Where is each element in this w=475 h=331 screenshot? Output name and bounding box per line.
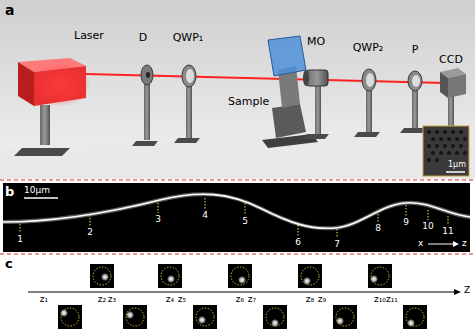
position-label: z₂	[98, 295, 106, 304]
scale-label: 1μm	[448, 161, 466, 169]
callout-number: 11	[442, 227, 453, 236]
axis-label: z	[462, 239, 467, 248]
callout-number: 4	[202, 211, 208, 220]
callout-number: 3	[155, 215, 161, 224]
axis-label: Z	[464, 286, 470, 295]
part-name: P	[412, 44, 419, 55]
position-label: z₉	[318, 295, 326, 304]
part-name: MO	[307, 36, 325, 47]
axis-label: x	[418, 239, 423, 248]
callout-number: 6	[295, 238, 301, 247]
position-label: z₃	[108, 295, 116, 304]
part-name: QWP₂	[353, 42, 384, 53]
callout-number: 7	[334, 240, 340, 249]
position-label: z₇	[248, 295, 256, 304]
scale-label: 10μm	[24, 186, 50, 195]
inset-image: 1μm	[423, 126, 469, 176]
part-name: CCD	[439, 54, 463, 65]
position-label: z₅	[178, 295, 186, 304]
callout-number: 1	[17, 235, 23, 244]
position-label: z₆	[236, 295, 244, 304]
part-name: QWP₁	[173, 32, 204, 43]
position-label: z₁₀	[374, 295, 386, 304]
callout-number: 2	[87, 228, 93, 237]
callout-number: 9	[403, 218, 409, 227]
position-label: z₁₁	[386, 295, 398, 304]
part-name: D	[139, 32, 147, 43]
position-label: z₈	[306, 295, 314, 304]
callout-number: 8	[375, 224, 381, 233]
position-label: z₄	[166, 295, 174, 304]
part-name: Laser	[74, 30, 104, 41]
callout-number: 10	[422, 222, 433, 231]
position-label: z₁	[40, 295, 48, 304]
part-name: Sample	[228, 96, 269, 107]
callout-number: 5	[242, 217, 248, 226]
panel-letter: c	[5, 257, 13, 270]
panel-letter: b	[5, 185, 14, 198]
panel-letter: a	[5, 3, 14, 17]
